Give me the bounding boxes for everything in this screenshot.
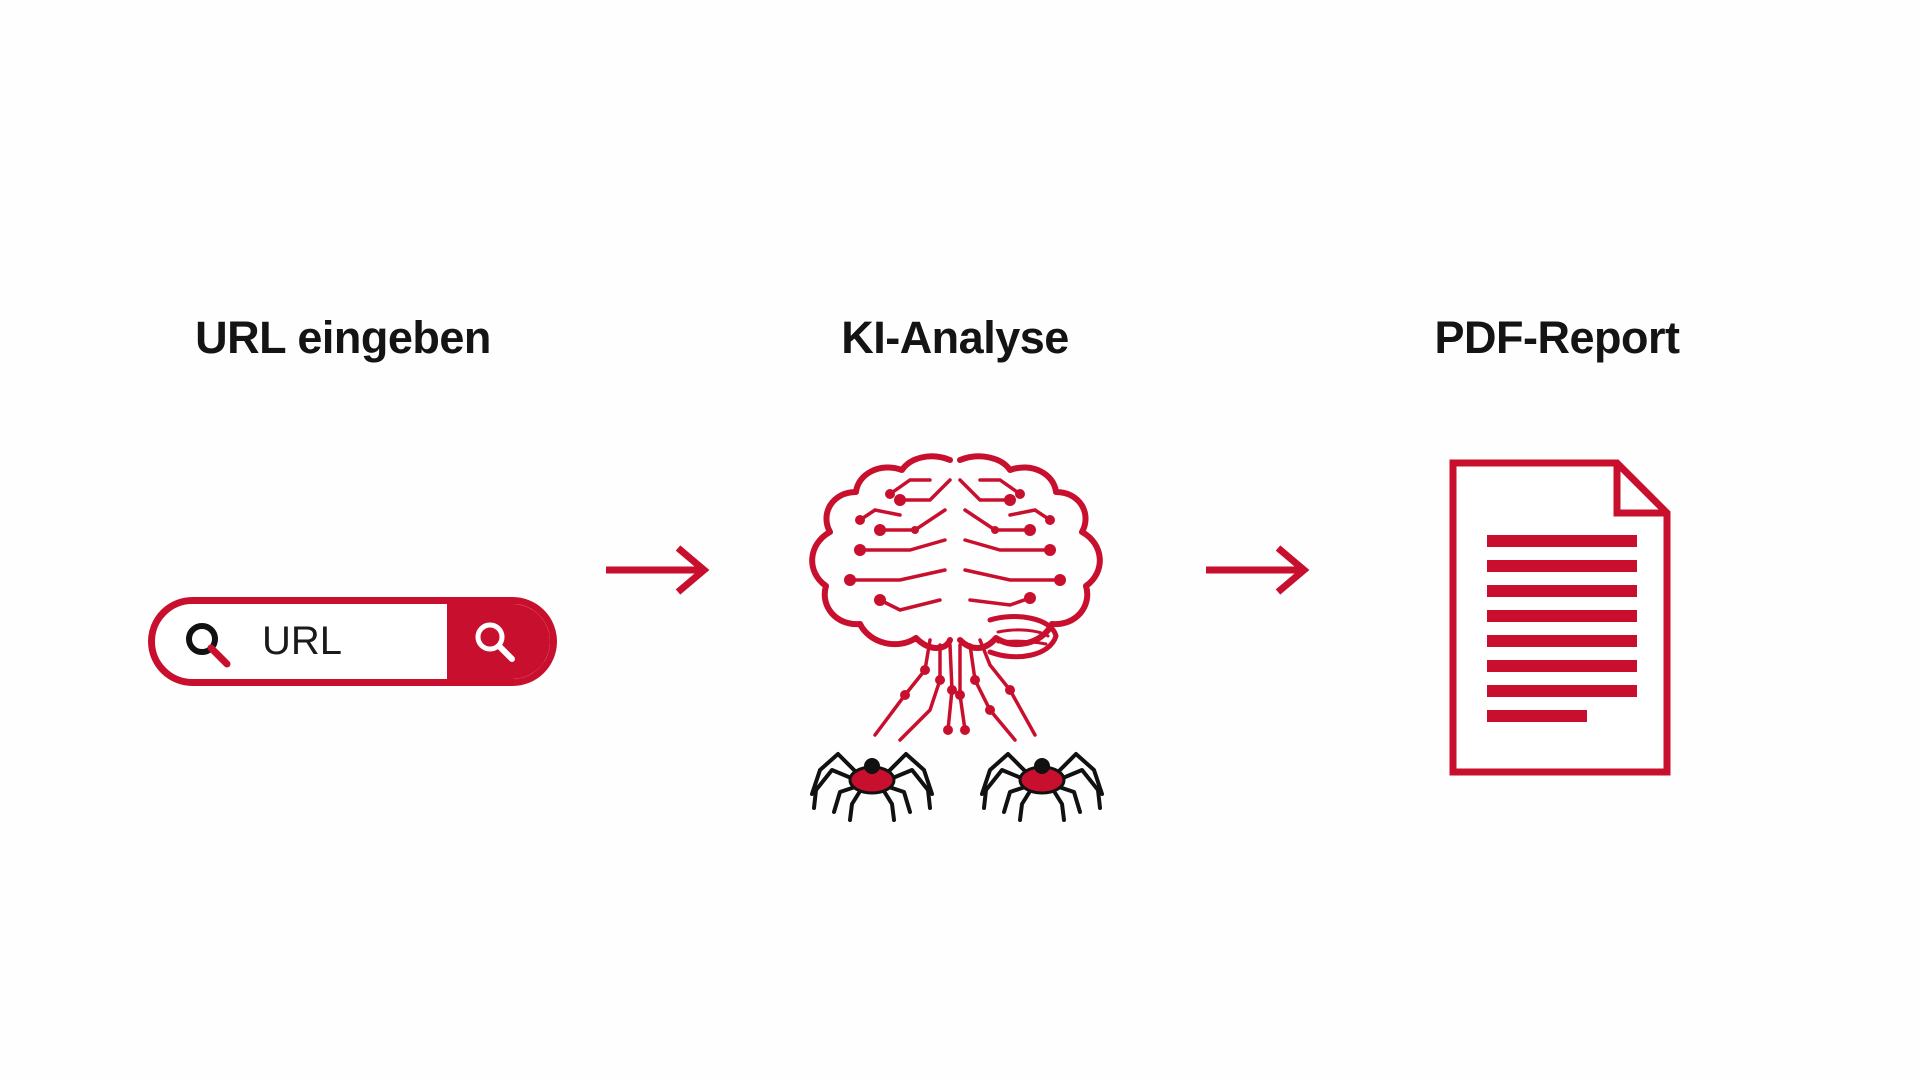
- search-button[interactable]: [447, 604, 550, 679]
- document-icon: [1449, 459, 1671, 776]
- step-title-url: URL eingeben: [195, 312, 491, 363]
- url-search-bar[interactable]: URL: [148, 597, 557, 686]
- arrow-right-icon: [606, 545, 710, 595]
- ai-analysis-illustration: [809, 453, 1104, 822]
- step-title-report: PDF-Report: [1434, 312, 1680, 363]
- circuit-nodes: [844, 489, 1066, 735]
- brain-circuit-icon: [809, 453, 1103, 660]
- url-input[interactable]: URL: [262, 619, 343, 663]
- arrow-right-icon: [1206, 545, 1310, 595]
- step-title-analysis: KI-Analyse: [841, 312, 1069, 363]
- search-icon: [186, 623, 231, 668]
- circuit-traces: [848, 478, 1062, 742]
- spider-icon: [810, 752, 934, 822]
- search-icon: [475, 622, 515, 662]
- spider-icon: [980, 752, 1104, 822]
- document-text-lines: [1487, 535, 1637, 722]
